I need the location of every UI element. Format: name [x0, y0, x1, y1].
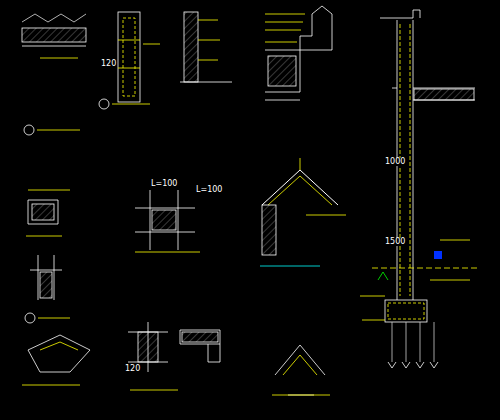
dimension-label: 120 — [124, 365, 141, 373]
dimension-label: 1500 — [384, 238, 406, 246]
dimension-label: L=100 — [195, 186, 223, 194]
dimension-label: 1000 — [384, 158, 406, 166]
dimension-label: L=100 — [150, 180, 178, 188]
marker-square — [434, 251, 442, 259]
dimension-label: 120 — [100, 60, 117, 68]
